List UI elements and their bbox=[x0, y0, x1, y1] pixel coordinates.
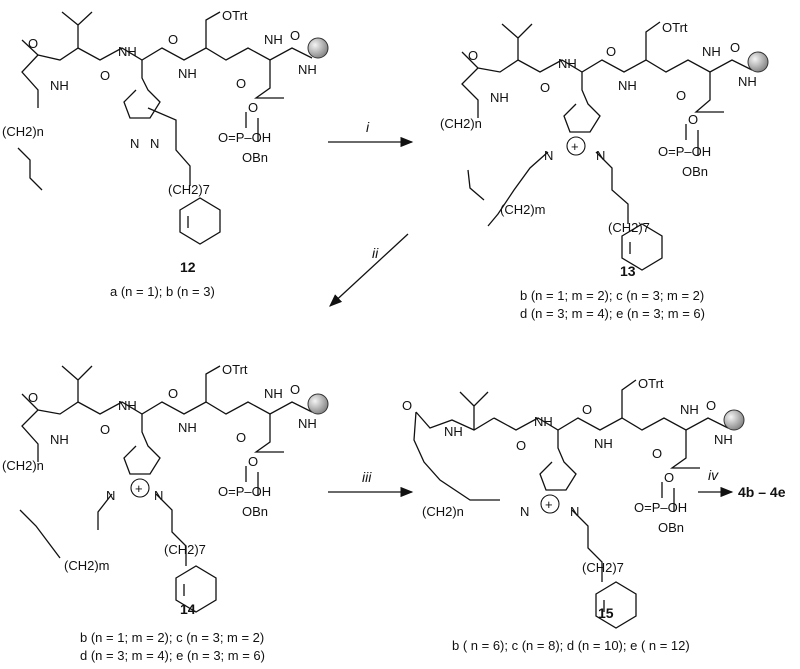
atom-otrt: OTrt bbox=[222, 362, 248, 377]
atom-o: O bbox=[168, 32, 178, 47]
atom-ch27: (CH2)7 bbox=[582, 560, 624, 575]
atom-o: O bbox=[168, 386, 178, 401]
atom-nh: NH bbox=[618, 78, 637, 93]
atom-nh: NH bbox=[118, 44, 137, 59]
compound-13-number: 13 bbox=[620, 263, 636, 279]
atom-o: O bbox=[516, 438, 526, 453]
arrow-i-label: i bbox=[366, 119, 370, 135]
atom-nh: NH bbox=[534, 414, 553, 429]
compound-13-structure: + O NH O NH O NH OTrt O NH O NH O O=P–OH… bbox=[440, 20, 769, 271]
atom-n: N bbox=[570, 504, 579, 519]
atom-nh: NH bbox=[50, 432, 69, 447]
atom-ch2n: (CH2)n bbox=[2, 458, 44, 473]
atom-ch2n: (CH2)n bbox=[2, 124, 44, 139]
compound-14-series-2: d (n = 3; m = 4); e (n = 3; m = 6) bbox=[80, 648, 265, 663]
atom-o: O bbox=[468, 48, 478, 63]
compound-15-number: 15 bbox=[598, 605, 614, 621]
compound-14-number: 14 bbox=[180, 601, 196, 617]
atom-n: N bbox=[544, 148, 553, 163]
atom-obn: OBn bbox=[242, 504, 268, 519]
atom-o: O bbox=[652, 446, 662, 461]
atom-o: O bbox=[248, 100, 258, 115]
compound-14-series-1: b (n = 1; m = 2); c (n = 3; m = 2) bbox=[80, 630, 264, 645]
compound-15-structure: + O NH O NH O NH OTrt O NH O NH O O=P–OH… bbox=[402, 376, 745, 629]
atom-ch2n: (CH2)n bbox=[440, 116, 482, 131]
compound-12-structure: O NH O NH O NH OTrt O NH O NH O O=P–OH O… bbox=[2, 8, 329, 245]
atom-o: O bbox=[100, 422, 110, 437]
atom-nh: NH bbox=[178, 66, 197, 81]
atom-n: N bbox=[130, 136, 139, 151]
compound-15-series: b ( n = 6); c (n = 8); d (n = 10); e ( n… bbox=[452, 638, 690, 653]
atom-ch2n: (CH2)n bbox=[422, 504, 464, 519]
compound-12-series: a (n = 1); b (n = 3) bbox=[110, 284, 215, 299]
atom-n: N bbox=[520, 504, 529, 519]
atom-otrt: OTrt bbox=[662, 20, 688, 35]
atom-nh: NH bbox=[444, 424, 463, 439]
atom-o: O bbox=[688, 112, 698, 127]
atom-poh: O=P–OH bbox=[218, 484, 271, 499]
compound-13-series-1: b (n = 1; m = 2); c (n = 3; m = 2) bbox=[520, 288, 704, 303]
atom-ch27: (CH2)7 bbox=[168, 182, 210, 197]
arrow-ii bbox=[329, 233, 409, 307]
atom-obn: OBn bbox=[682, 164, 708, 179]
atom-nh: NH bbox=[298, 416, 317, 431]
arrow-ii-label: ii bbox=[372, 245, 379, 261]
atom-o: O bbox=[706, 398, 716, 413]
atom-nh: NH bbox=[594, 436, 613, 451]
atom-o: O bbox=[248, 454, 258, 469]
atom-o: O bbox=[676, 88, 686, 103]
atom-o: O bbox=[730, 40, 740, 55]
compound-13-series-2: d (n = 3; m = 4); e (n = 3; m = 6) bbox=[520, 306, 705, 321]
atom-nh: NH bbox=[558, 56, 577, 71]
atom-o: O bbox=[606, 44, 616, 59]
charge-plus: + bbox=[135, 481, 143, 496]
atom-o: O bbox=[236, 430, 246, 445]
atom-n: N bbox=[154, 488, 163, 503]
atom-o: O bbox=[28, 390, 38, 405]
compound-14-structure: + O NH O NH O NH OTrt O NH O NH O O=P–OH… bbox=[2, 362, 329, 613]
charge-plus: + bbox=[571, 139, 579, 154]
charge-plus: + bbox=[545, 497, 553, 512]
atom-nh: NH bbox=[264, 32, 283, 47]
atom-nh: NH bbox=[714, 432, 733, 447]
atom-ch2m: (CH2)m bbox=[500, 202, 546, 217]
atom-nh: NH bbox=[702, 44, 721, 59]
atom-o: O bbox=[402, 398, 412, 413]
atom-poh: O=P–OH bbox=[218, 130, 271, 145]
atom-n: N bbox=[150, 136, 159, 151]
atom-o: O bbox=[664, 470, 674, 485]
atom-o: O bbox=[236, 76, 246, 91]
atom-nh: NH bbox=[298, 62, 317, 77]
compound-12-number: 12 bbox=[180, 259, 196, 275]
atom-poh: O=P–OH bbox=[634, 500, 687, 515]
atom-n: N bbox=[106, 488, 115, 503]
atom-nh: NH bbox=[680, 402, 699, 417]
atom-o: O bbox=[582, 402, 592, 417]
atom-ch27: (CH2)7 bbox=[164, 542, 206, 557]
atom-o: O bbox=[540, 80, 550, 95]
atom-obn: OBn bbox=[658, 520, 684, 535]
atom-otrt: OTrt bbox=[222, 8, 248, 23]
arrow-iv-label: iv bbox=[708, 467, 719, 483]
atom-poh: O=P–OH bbox=[658, 144, 711, 159]
atom-nh: NH bbox=[490, 90, 509, 105]
atom-n: N bbox=[596, 148, 605, 163]
atom-obn: OBn bbox=[242, 150, 268, 165]
atom-o: O bbox=[290, 28, 300, 43]
atom-ch27: (CH2)7 bbox=[608, 220, 650, 235]
atom-nh: NH bbox=[178, 420, 197, 435]
atom-otrt: OTrt bbox=[638, 376, 664, 391]
final-product-label: 4b – 4e bbox=[738, 484, 786, 500]
arrow-iii-label: iii bbox=[362, 469, 372, 485]
atom-o: O bbox=[100, 68, 110, 83]
atom-nh: NH bbox=[50, 78, 69, 93]
atom-o: O bbox=[290, 382, 300, 397]
atom-nh: NH bbox=[738, 74, 757, 89]
atom-ch2m: (CH2)m bbox=[64, 558, 110, 573]
atom-nh: NH bbox=[118, 398, 137, 413]
atom-o: O bbox=[28, 36, 38, 51]
atom-nh: NH bbox=[264, 386, 283, 401]
